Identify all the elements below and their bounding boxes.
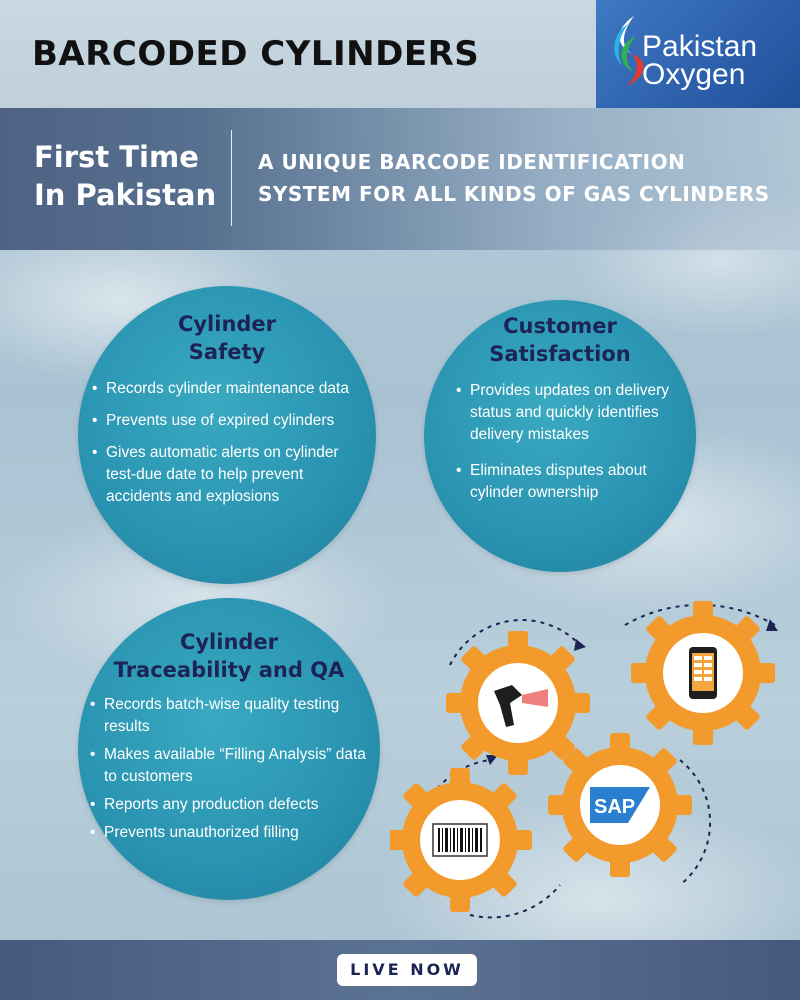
cylinder-safety-panel: Cylinder Safety Records cylinder mainten… [78, 286, 376, 584]
sap-logo-text: SAP [594, 796, 635, 818]
live-now-button[interactable]: LIVE NOW [337, 954, 477, 986]
bullet-item: Reports any production defects [90, 794, 366, 816]
mobile-phone-gear [631, 601, 775, 745]
panel-bullet-list: Records batch-wise quality testing resul… [90, 694, 366, 854]
hero-divider [231, 130, 232, 226]
panel-title-line2: Satisfaction [489, 342, 631, 366]
panel-title-line1: Cylinder [177, 312, 277, 336]
hero-tagline-line1: First Time [34, 140, 199, 174]
sap-logo-icon: SAP [590, 787, 650, 823]
hero-tagline-line2: In Pakistan [34, 178, 217, 212]
sap-gear: SAP [548, 733, 692, 877]
gears-illustration: SAP [390, 601, 778, 919]
panel-bullet-list: Records cylinder maintenance data Preven… [92, 378, 364, 518]
title-bar: BARCODED CYLINDERS [0, 0, 596, 108]
barcode-gear [390, 768, 532, 912]
bullet-item: Provides updates on delivery status and … [456, 380, 686, 446]
hero-description: A UNIQUE BARCODE IDENTIFICATION SYSTEM F… [258, 146, 770, 210]
bullet-item: Records batch-wise quality testing resul… [90, 694, 366, 738]
logo-text-line2: Oxygen [642, 58, 746, 91]
bullet-item: Prevents use of expired cylinders [92, 410, 364, 432]
bullet-item: Prevents unauthorized filling [90, 822, 366, 844]
bullet-item: Makes available “Filling Analysis” data … [90, 744, 366, 788]
panel-title: Customer Satisfaction [424, 312, 696, 368]
panel-title-line1: Customer [503, 314, 617, 338]
hero-description-line2: SYSTEM FOR ALL KINDS OF GAS CYLINDERS [258, 182, 770, 206]
panel-bullet-list: Provides updates on delivery status and … [456, 380, 686, 514]
bullet-item: Gives automatic alerts on cylinder test-… [92, 442, 364, 508]
barcode-scanner-gear [446, 631, 590, 775]
pakistan-oxygen-logo: Pakistan Oxygen [596, 0, 800, 108]
customer-satisfaction-panel: Customer Satisfaction Provides updates o… [424, 300, 696, 572]
bullet-item: Records cylinder maintenance data [92, 378, 364, 400]
hero-band: First Time In Pakistan A UNIQUE BARCODE … [0, 108, 800, 250]
panel-title: Cylinder Safety [78, 310, 376, 366]
panel-title-line1: Cylinder [179, 630, 279, 654]
hero-description-line1: A UNIQUE BARCODE IDENTIFICATION [258, 150, 686, 174]
bullet-item: Eliminates disputes about cylinder owner… [456, 460, 686, 504]
hero-tagline: First Time In Pakistan [34, 138, 216, 214]
panel-title-line2: Safety [188, 340, 266, 364]
footer-band: LIVE NOW [0, 940, 800, 1000]
panel-title: Cylinder Traceability and QA [78, 628, 380, 684]
page-title: BARCODED CYLINDERS [32, 34, 480, 74]
cylinder-traceability-panel: Cylinder Traceability and QA Records bat… [78, 598, 380, 900]
panel-title-line2: Traceability and QA [113, 658, 345, 682]
barcode-scanner-icon [494, 685, 548, 727]
mobile-phone-icon [689, 647, 717, 699]
logo-text-line1: Pakistan [642, 30, 758, 63]
barcode-icon [432, 823, 488, 857]
logo-swirl-icon [614, 16, 644, 86]
